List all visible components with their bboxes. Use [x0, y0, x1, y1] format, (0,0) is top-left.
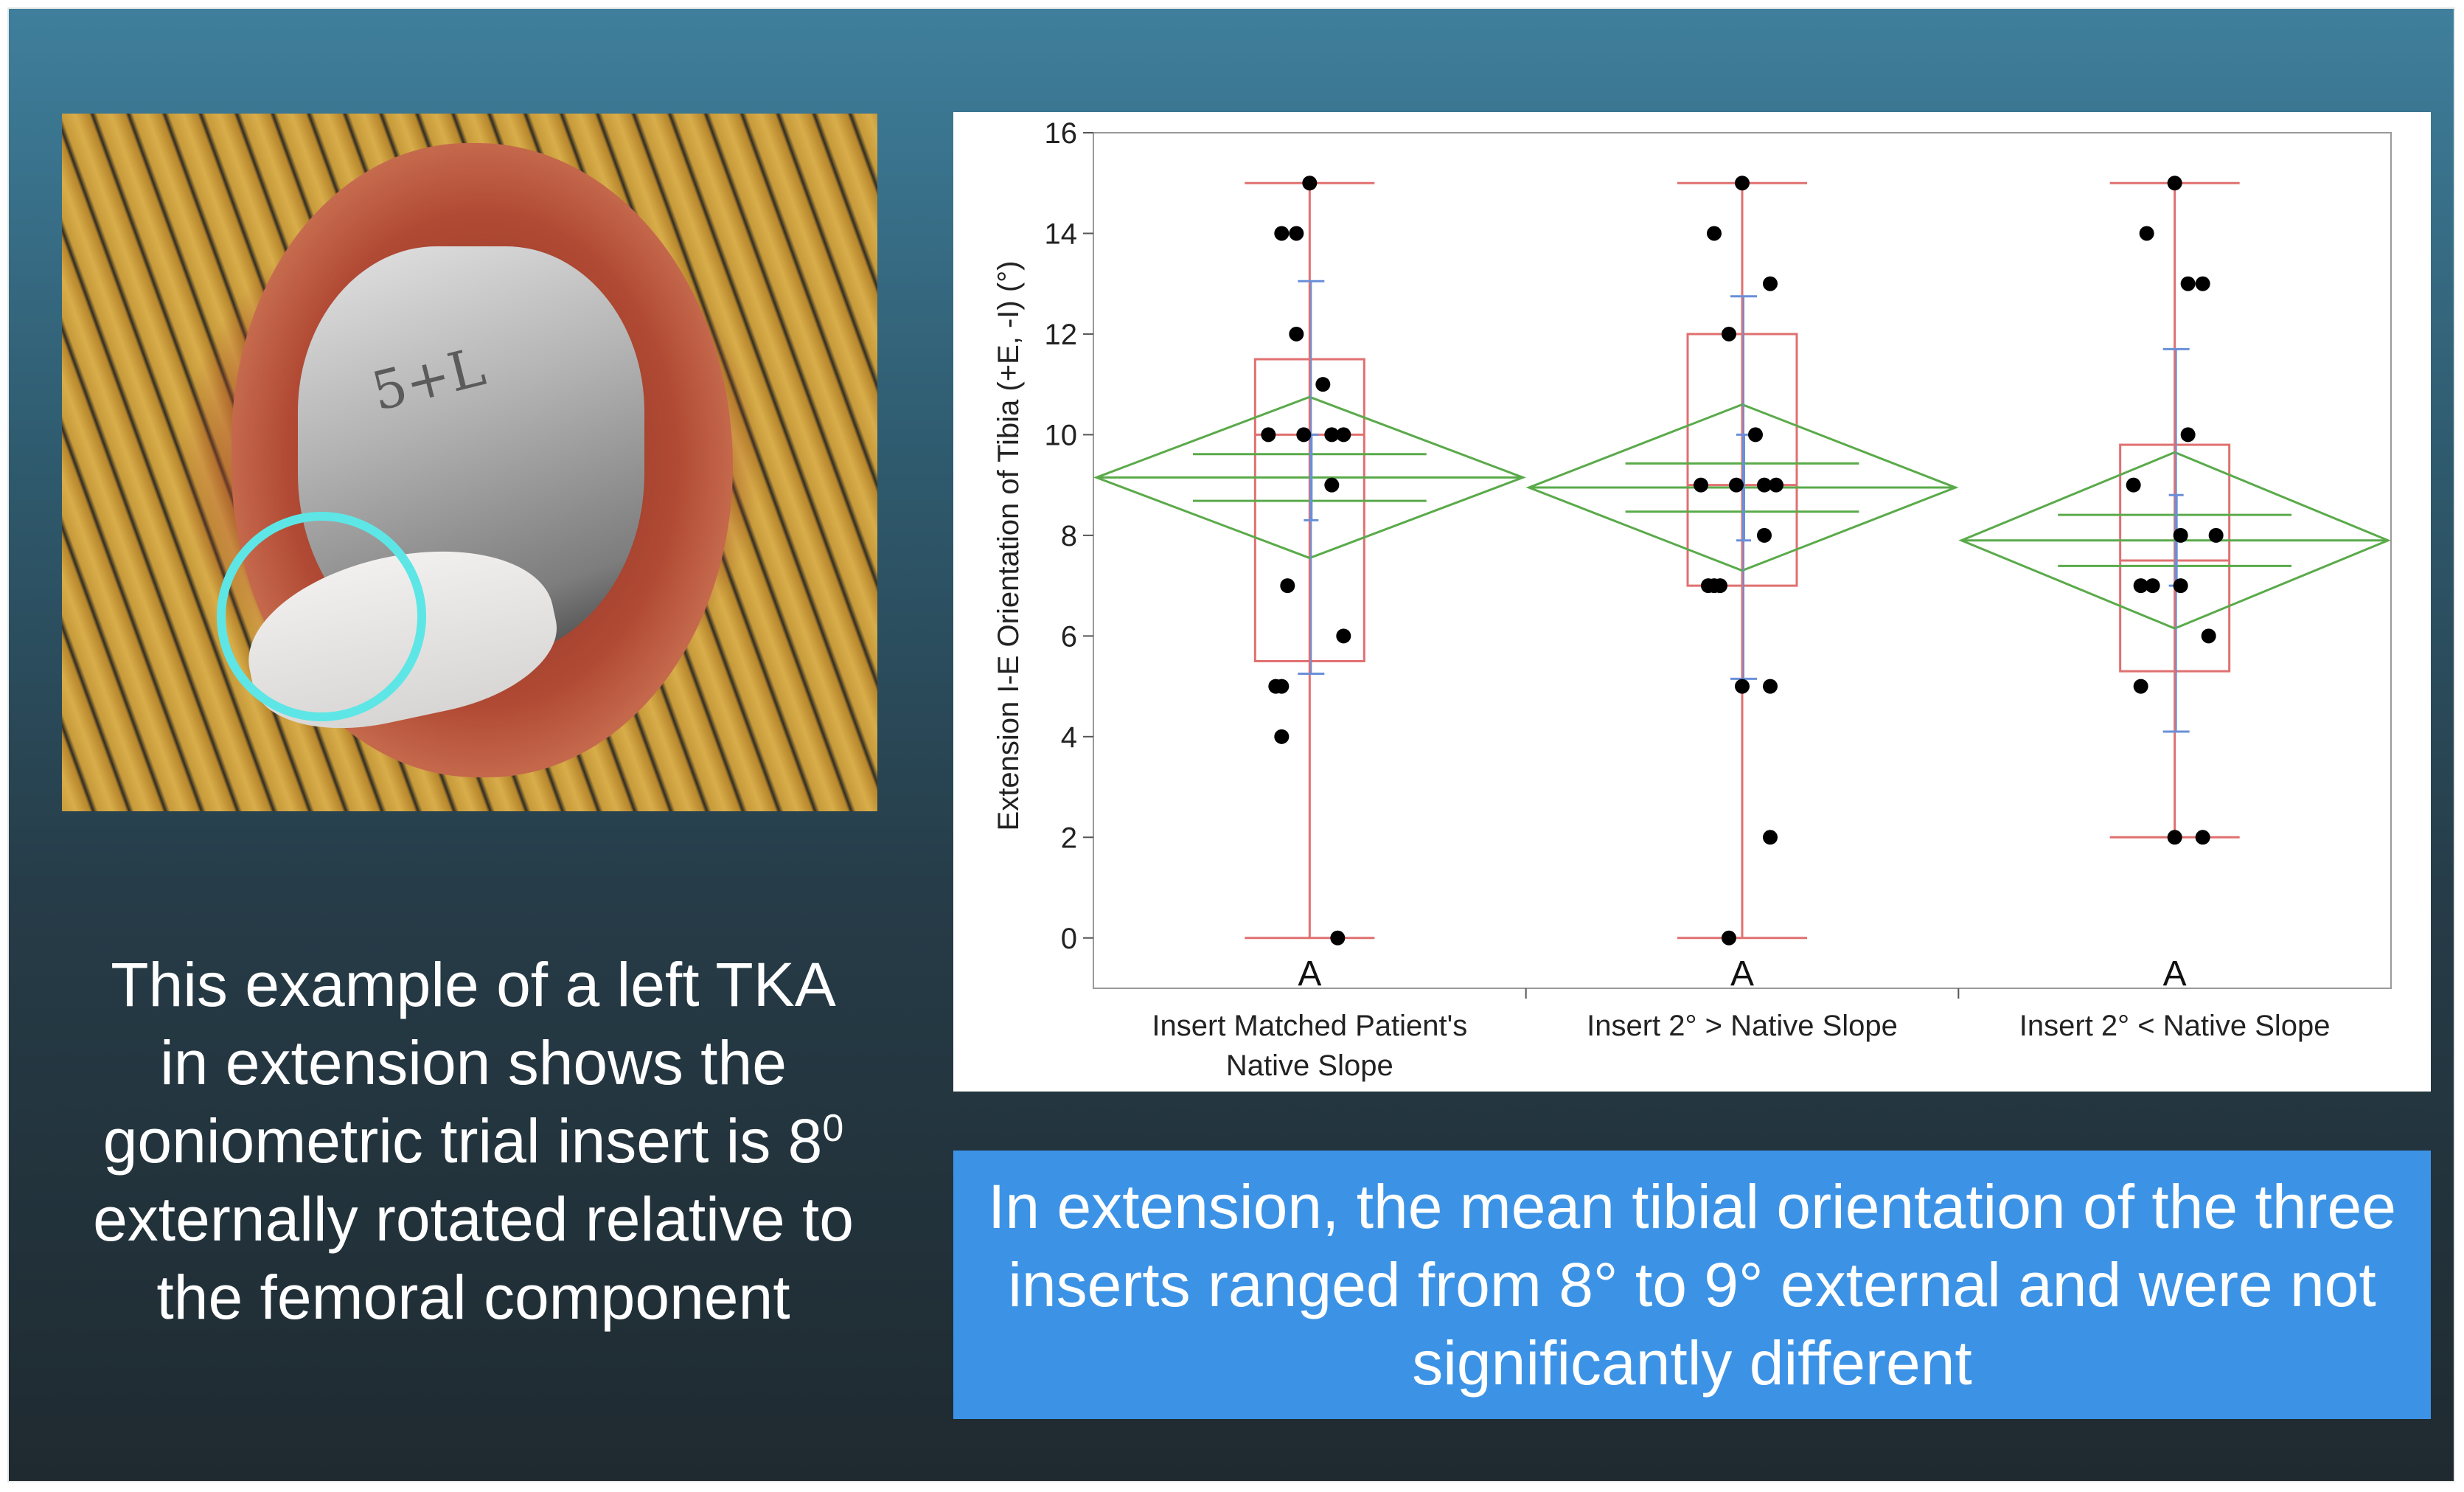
- data-point: [2195, 276, 2210, 291]
- data-point: [1274, 729, 1290, 744]
- data-point: [1763, 679, 1778, 694]
- data-point: [2167, 176, 2182, 191]
- x-category-label: Insert Matched Patient's: [1152, 1010, 1467, 1042]
- data-point: [1729, 477, 1744, 493]
- data-point: [1707, 226, 1722, 241]
- y-tick-label: 12: [1045, 319, 1078, 351]
- slide-background: 5+L This example of a left TKA in extens…: [7, 7, 2455, 1482]
- y-tick-label: 0: [1061, 923, 1077, 955]
- data-point: [2180, 276, 2196, 291]
- data-point: [1274, 226, 1290, 241]
- data-point: [2201, 628, 2216, 644]
- y-axis-label: Extension I-E Orientation of Tibia (+E, …: [992, 261, 1025, 831]
- x-category-label: Insert 2° > Native Slope: [1587, 1010, 1898, 1042]
- left-caption-line-1: This example of a left TKA: [111, 950, 836, 1019]
- means-diamond: [1525, 403, 1959, 572]
- data-point: [2139, 226, 2154, 241]
- data-point: [1748, 427, 1763, 443]
- data-point: [2173, 527, 2188, 543]
- data-point: [1694, 477, 1708, 493]
- data-point: [1302, 176, 1318, 191]
- y-tick-label: 16: [1045, 117, 1078, 150]
- y-tick-label: 6: [1061, 620, 1077, 653]
- highlight-circle: [217, 512, 426, 721]
- y-tick-label: 4: [1061, 721, 1077, 754]
- box-iqr: [2119, 443, 2231, 673]
- data-point: [1757, 477, 1772, 493]
- data-point: [1289, 226, 1304, 241]
- left-caption-line-3: goniometric trial insert is 80: [9, 1102, 938, 1180]
- data-point: [1330, 930, 1346, 945]
- data-point: [2195, 830, 2210, 845]
- x-category-label-line2: Native Slope: [1226, 1049, 1393, 1082]
- data-point: [1707, 578, 1722, 594]
- data-point: [2173, 578, 2188, 594]
- means-diamond: [1093, 395, 1526, 560]
- y-tick-label: 2: [1061, 822, 1077, 854]
- data-point: [1769, 477, 1783, 493]
- data-point: [1315, 377, 1331, 392]
- data-point: [1763, 276, 1778, 291]
- data-point: [2208, 527, 2224, 543]
- surgical-photo: 5+L: [62, 114, 877, 811]
- group-letter: A: [1730, 954, 1754, 993]
- left-caption-line-3-text: goniometric trial insert is 8: [102, 1106, 823, 1176]
- group-letter: A: [1298, 954, 1321, 993]
- data-point: [1336, 628, 1351, 644]
- data-point: [2180, 427, 2196, 443]
- data-point: [1324, 477, 1340, 493]
- data-point: [2133, 679, 2148, 694]
- group-letter: A: [2163, 954, 2187, 993]
- data-point: [1757, 527, 1772, 543]
- data-point: [1735, 679, 1750, 694]
- data-point: [1722, 326, 1736, 341]
- y-tick-label: 14: [1045, 218, 1078, 250]
- data-point: [2133, 578, 2148, 594]
- left-caption-line-2: in extension shows the: [160, 1028, 787, 1097]
- data-point: [1763, 830, 1778, 845]
- x-category-label: Insert 2° < Native Slope: [2019, 1010, 2331, 1042]
- data-point: [1261, 427, 1276, 443]
- data-point: [1324, 427, 1340, 443]
- box-iqr: [1253, 358, 1365, 662]
- y-tick-label: 10: [1045, 419, 1078, 451]
- left-caption-line-5: the femoral component: [156, 1263, 790, 1332]
- data-point: [1280, 578, 1295, 594]
- box-iqr: [1686, 333, 1798, 587]
- data-point: [2126, 477, 2141, 493]
- data-point: [1274, 679, 1290, 694]
- callout-box: In extension, the mean tibial orientatio…: [953, 1151, 2431, 1419]
- y-tick-label: 8: [1061, 520, 1077, 552]
- left-caption-superscript: 0: [822, 1107, 844, 1150]
- data-point: [1336, 427, 1351, 443]
- data-point: [1735, 176, 1750, 191]
- data-point: [2167, 830, 2182, 845]
- callout-text: In extension, the mean tibial orientatio…: [988, 1172, 2396, 1398]
- left-caption: This example of a left TKA in extension …: [9, 945, 938, 1336]
- left-caption-line-4: externally rotated relative to: [93, 1184, 854, 1254]
- data-point: [1289, 326, 1304, 341]
- plot-frame: [1093, 132, 2392, 989]
- data-point: [1296, 427, 1312, 443]
- data-point: [1722, 930, 1736, 945]
- data-point: [2145, 578, 2160, 594]
